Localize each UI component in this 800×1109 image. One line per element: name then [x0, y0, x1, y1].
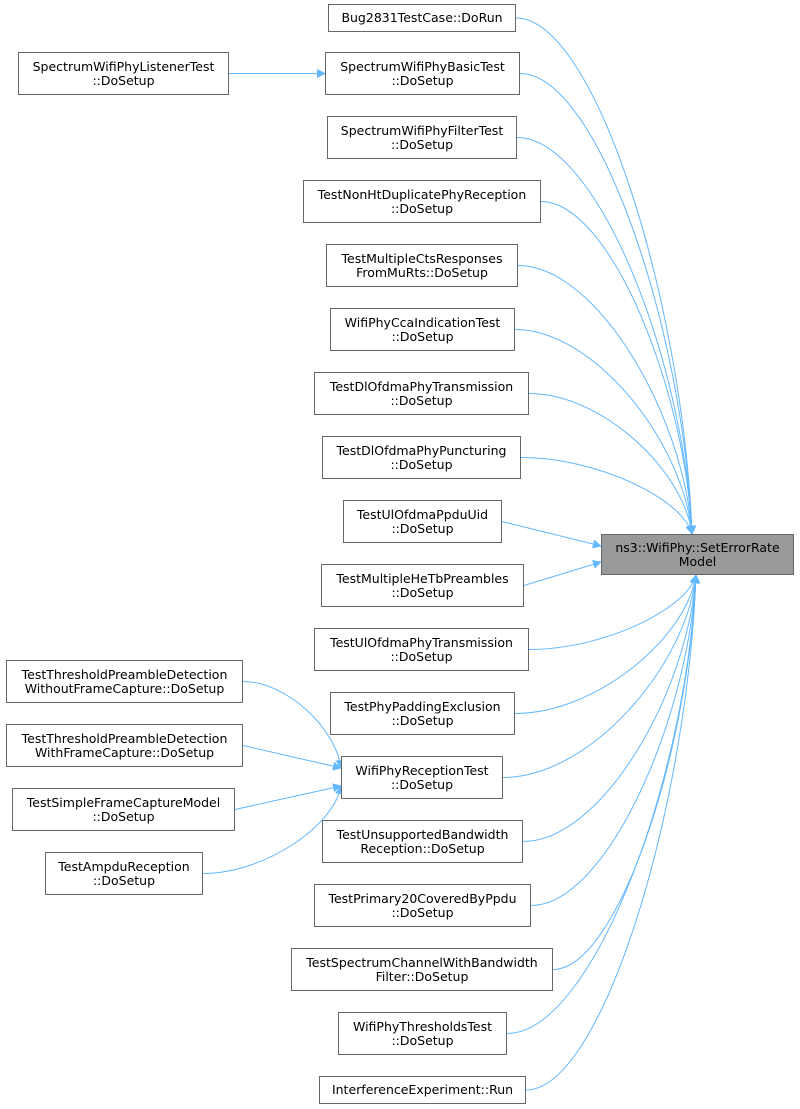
- edge-primary20-to-target: [530, 574, 701, 906]
- node-label-line: ::DoSetup: [92, 872, 156, 888]
- node-label-line: TestMultipleCtsResponses: [341, 250, 503, 266]
- edge-dl-punct-to-target: [520, 457, 695, 535]
- node-label-line: TestUnsupportedBandwidth: [336, 826, 509, 842]
- edge-dl-tx-to-target: [528, 393, 696, 535]
- edge-padding-to-target: [514, 574, 700, 714]
- node-label-line: TestMultipleHeTbPreambles: [336, 570, 509, 586]
- node-label-line: SpectrumWifiPhyBasicTest: [340, 58, 505, 74]
- node-label-line: ::DoSetup: [92, 808, 155, 824]
- edge-swp-filter-to-target: [516, 137, 697, 535]
- node-label-line: ::DoSetup: [391, 712, 454, 728]
- node-swp-basic[interactable]: SpectrumWifiPhyBasicTest::DoSetup: [325, 52, 520, 95]
- node-label-line: ::DoSetup: [391, 904, 454, 920]
- node-label-line: WifiPhyCcaIndicationTest: [344, 314, 501, 330]
- node-label-line: TestPrimary20CoveredByPpdu: [328, 890, 517, 906]
- node-label-line: TestNonHtDuplicatePhyReception: [317, 186, 527, 202]
- node-label-line: Filter::DoSetup: [375, 968, 469, 984]
- edge-interf-to-target: [525, 574, 701, 1091]
- node-label-line: SpectrumWifiPhyFilterTest: [340, 122, 504, 138]
- node-label-line: ::DoSetup: [390, 776, 454, 792]
- edge-ampdu-to-rx-test: [202, 785, 345, 874]
- node-label-line: ::DoSetup: [390, 456, 453, 472]
- node-label-line: FromMuRts::DoSetup: [356, 264, 488, 280]
- node-label-line: ::DoSetup: [391, 584, 454, 600]
- node-label-line: TestDlOfdmaPhyTransmission: [329, 378, 514, 394]
- node-label-line: ::DoSetup: [391, 520, 454, 536]
- node-label-line: WifiPhyReceptionTest: [355, 762, 489, 778]
- node-label-line: TestSimpleFrameCaptureModel: [26, 794, 221, 810]
- node-rx-test[interactable]: WifiPhyReceptionTest::DoSetup: [341, 756, 503, 799]
- node-label-line: WithFrameCapture::DoSetup: [34, 744, 215, 760]
- node-label-line: ::DoSetup: [391, 1032, 454, 1048]
- node-label-line: TestSpectrumChannelWithBandwidth: [306, 954, 538, 970]
- edge-rx-test-to-target: [502, 574, 700, 778]
- node-label-line: Bug2831TestCase::DoRun: [341, 10, 503, 25]
- node-label-line: Model: [678, 553, 717, 569]
- node-label-line: TestThresholdPreambleDetection: [21, 730, 228, 746]
- node-label-line: SpectrumWifiPhyListenerTest: [32, 58, 215, 74]
- edge-multi-cts-to-target: [517, 265, 696, 535]
- node-swp-filter[interactable]: SpectrumWifiPhyFilterTest::DoSetup: [327, 116, 517, 159]
- node-dl-tx[interactable]: TestDlOfdmaPhyTransmission::DoSetup: [314, 372, 529, 415]
- edge-thresholds-to-target: [506, 574, 701, 1034]
- node-swp-listener[interactable]: SpectrumWifiPhyListenerTest::DoSetup: [18, 52, 229, 95]
- node-label-line: ::DoSetup: [390, 392, 453, 408]
- node-dl-punct[interactable]: TestDlOfdmaPhyPuncturing::DoSetup: [322, 436, 521, 479]
- edges-layer: [202, 17, 701, 1091]
- edge-non-ht-dup-to-target: [540, 201, 697, 535]
- edge-thr-cap-to-rx-test: [242, 745, 342, 771]
- node-label-line: TestUlOfdmaPpduUid: [356, 506, 489, 522]
- node-non-ht-dup[interactable]: TestNonHtDuplicatePhyReception::DoSetup: [303, 180, 541, 223]
- edge-unsup-bw-to-target: [522, 574, 700, 842]
- node-label-line: ns3::WifiPhy::SetErrorRate: [615, 539, 780, 555]
- node-bug2831[interactable]: Bug2831TestCase::DoRun: [328, 4, 516, 32]
- edge-ul-uid-to-target: [501, 521, 602, 549]
- node-padding[interactable]: TestPhyPaddingExclusion::DoSetup: [330, 692, 515, 735]
- node-label-line: ::DoSetup: [391, 328, 454, 344]
- node-label-line: ::DoSetup: [391, 72, 454, 88]
- node-label-line: TestPhyPaddingExclusion: [344, 698, 501, 714]
- node-label-line: TestUlOfdmaPhyTransmission: [330, 634, 513, 650]
- edge-simple-cap-to-rx-test: [234, 783, 342, 810]
- node-label-line: TestDlOfdmaPhyPuncturing: [336, 442, 507, 458]
- node-ul-tx[interactable]: TestUlOfdmaPhyTransmission::DoSetup: [314, 628, 529, 671]
- node-thresholds[interactable]: WifiPhyThresholdsTest::DoSetup: [338, 1012, 507, 1055]
- node-ul-uid[interactable]: TestUlOfdmaPpduUid::DoSetup: [343, 500, 502, 543]
- edge-swp-basic-to-target: [519, 73, 697, 535]
- node-simple-cap[interactable]: TestSimpleFrameCaptureModel::DoSetup: [12, 788, 235, 831]
- node-primary20[interactable]: TestPrimary20CoveredByPpdu::DoSetup: [314, 884, 531, 927]
- node-label-line: Reception::DoSetup: [360, 840, 485, 856]
- node-label-line: InterferenceExperiment::Run: [331, 1082, 514, 1097]
- node-label-line: TestThresholdPreambleDetection: [21, 666, 228, 682]
- edge-chan-bw-to-target: [552, 574, 701, 970]
- edge-cca-ind-to-target: [514, 329, 696, 535]
- edge-thr-no-cap-to-rx-test: [242, 681, 345, 769]
- node-label-line: ::DoSetup: [92, 72, 155, 88]
- edge-he-tb-to-target: [523, 560, 602, 586]
- node-label-line: TestAmpduReception: [58, 858, 190, 874]
- node-label-line: WithoutFrameCapture::DoSetup: [24, 680, 225, 696]
- node-label-line: ::DoSetup: [390, 136, 454, 152]
- node-label-line: ::DoSetup: [390, 648, 453, 664]
- node-ampdu[interactable]: TestAmpduReception::DoSetup: [45, 852, 203, 895]
- node-cca-ind[interactable]: WifiPhyCcaIndicationTest::DoSetup: [330, 308, 515, 351]
- node-he-tb[interactable]: TestMultipleHeTbPreambles::DoSetup: [321, 564, 524, 607]
- edge-ul-tx-to-target: [528, 574, 699, 650]
- node-interf[interactable]: InterferenceExperiment::Run: [319, 1076, 526, 1104]
- edge-bug2831-to-target: [515, 17, 697, 535]
- node-label-line: ::DoSetup: [390, 200, 454, 216]
- node-label-line: WifiPhyThresholdsTest: [352, 1018, 493, 1034]
